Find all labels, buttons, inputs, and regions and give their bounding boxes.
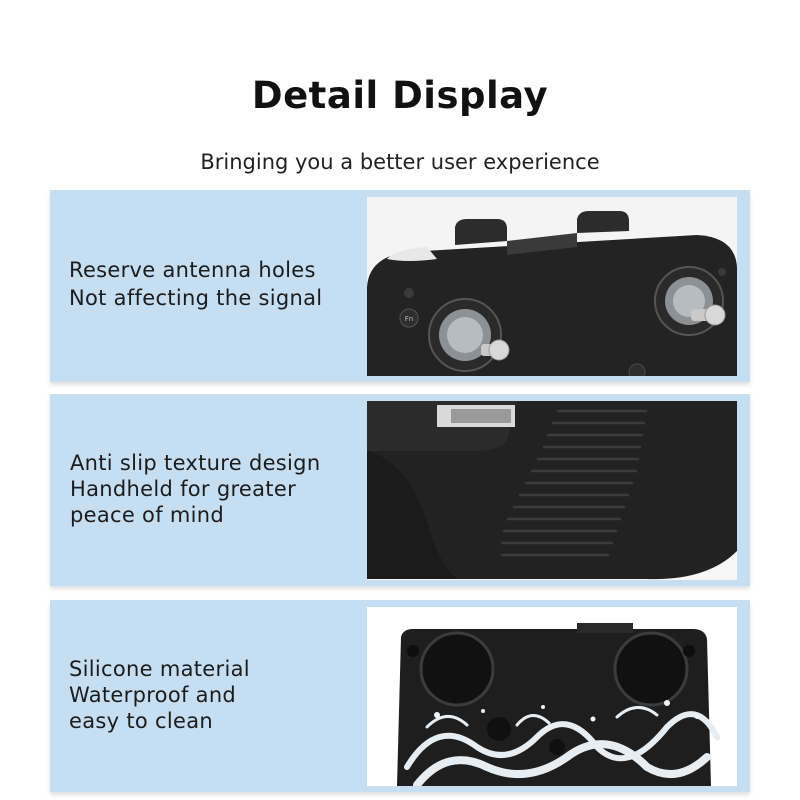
feature-panel-silicone: Silicone material Waterproof and easy to… [50,600,750,792]
fn-label: Fn [405,315,413,323]
caption-line: peace of mind [70,503,225,527]
water-splash-icon [404,706,720,786]
caption-line: Not affecting the signal [69,286,323,310]
fn-button-icon: Fn [399,308,419,328]
caption-line: easy to clean [69,709,213,733]
feature-caption: Silicone material Waterproof and easy to… [69,656,369,734]
caption-line: Reserve antenna holes [69,258,316,282]
page-title: Detail Display [251,74,549,117]
caption-line: Handheld for greater [70,477,296,501]
joystick-hole-icon [419,631,689,707]
caption-line: Anti slip texture design [70,451,321,475]
caption-line: Waterproof and [69,683,237,707]
caption-line: Silicone material [69,657,250,681]
feature-caption: Reserve antenna holes Not affecting the … [69,256,369,312]
grip-texture-photo [367,401,737,580]
left-joystick-icon [428,298,510,372]
grip-ribs-icon [501,409,647,557]
feature-panel-texture: Anti slip texture design Handheld for gr… [50,394,750,586]
controller-joysticks-photo: Fn [367,197,737,376]
feature-panel-antenna: Reserve antenna holes Not affecting the … [50,190,750,382]
right-joystick-icon [654,266,726,336]
water-splash-photo [367,607,737,786]
page-subtitle: Bringing you a better user experience [200,150,600,174]
feature-caption: Anti slip texture design Handheld for gr… [70,450,370,528]
